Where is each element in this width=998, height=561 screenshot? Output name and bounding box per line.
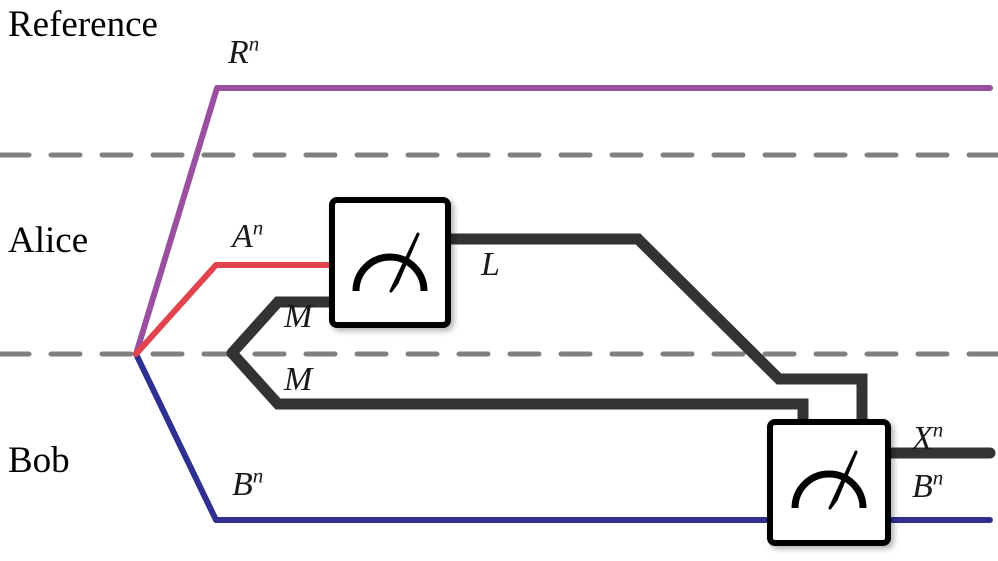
wire-label-Rn-base: R <box>228 34 249 71</box>
wire-label-Bn-left-sup: n <box>252 463 264 488</box>
wire-label-M-lower-base: M <box>284 361 313 398</box>
wire-label-Rn-sup: n <box>248 31 260 56</box>
alice-M-upper-wire <box>226 296 346 359</box>
wire-label-M-lower: M <box>284 363 312 397</box>
wire-label-Xn-base: X <box>912 420 933 457</box>
alice-An-wire <box>133 262 345 357</box>
party-label-reference: Reference <box>8 4 158 45</box>
wire-label-Bn-right-base: B <box>912 468 933 505</box>
party-label-alice: Alice <box>8 220 89 261</box>
wire-label-An: An <box>232 217 263 255</box>
bob-gauge-icon <box>791 450 867 510</box>
alice-L-wire <box>443 233 868 432</box>
bob-Bn-wire <box>133 351 993 523</box>
wire-label-Bn-right-sup: n <box>932 465 944 490</box>
wire-label-An-sup: n <box>252 215 264 240</box>
wire-label-M-upper: M <box>284 300 312 334</box>
wire-label-Rn: Rn <box>228 33 259 71</box>
quantum-wires <box>133 85 993 523</box>
alice-measurement-box[interactable] <box>329 197 451 328</box>
wire-label-L-base: L <box>481 246 500 283</box>
wire-label-Xn: Xn <box>912 419 943 457</box>
alice-gauge-icon <box>352 232 428 293</box>
reference-Rn-wire <box>133 85 993 357</box>
party-label-bob: Bob <box>8 440 70 481</box>
wire-label-Bn-right: Bn <box>912 467 943 505</box>
wire-label-L: L <box>481 248 500 282</box>
wire-label-M-upper-base: M <box>284 298 313 335</box>
alice-measurement-box-frame[interactable] <box>329 197 451 328</box>
classical-wires <box>226 233 996 459</box>
wire-label-Xn-sup: n <box>932 417 944 442</box>
party-separators <box>0 152 998 357</box>
wire-label-An-base: A <box>232 218 253 255</box>
wire-label-Bn-left-base: B <box>232 466 253 503</box>
bob-measurement-box-frame[interactable] <box>767 419 891 546</box>
bob-M-lower-wire <box>227 349 809 432</box>
bob-measurement-box[interactable] <box>767 419 891 546</box>
wire-label-Bn-left: Bn <box>232 465 263 503</box>
